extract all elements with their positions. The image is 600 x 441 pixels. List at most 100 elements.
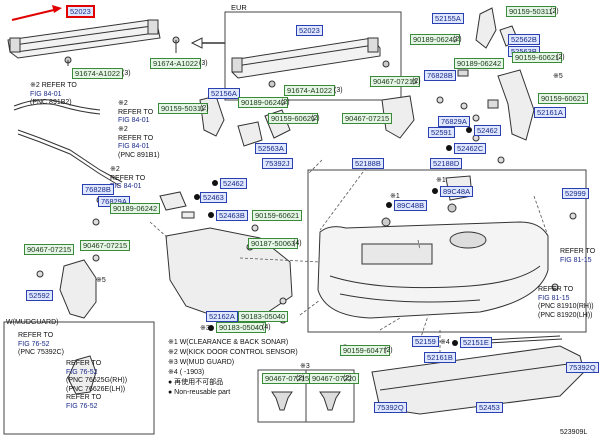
qty: (2) <box>384 347 393 354</box>
part-90189-06242[interactable]: 90189-06242 <box>454 58 505 69</box>
reflector-drawing <box>485 335 563 344</box>
part-90189-06242[interactable]: 90189-06242 <box>110 203 161 214</box>
part-52592[interactable]: 52592 <box>26 290 53 301</box>
part-52156a[interactable]: 52156A <box>208 88 240 99</box>
qty-value: 2 <box>455 36 460 43</box>
part-52563a[interactable]: 52563A <box>255 143 287 154</box>
legend-line: ※3 W(MUD GUARD) <box>168 359 235 366</box>
ref-line: W(MUDGUARD) <box>6 319 59 326</box>
part-52161b[interactable]: 52161B <box>424 352 456 363</box>
part-52023-main[interactable]: 52023 <box>66 5 95 18</box>
ref-fig-link[interactable]: FIG 84-01 <box>118 143 150 150</box>
ref-fig-link[interactable]: FIG 81-15 <box>560 256 592 264</box>
qty: (3) <box>334 87 343 94</box>
part-75392j[interactable]: 75392J <box>262 158 293 169</box>
ref-line: ※2 <box>118 100 128 107</box>
refer-note: ※2 REFER TO FIG 84-01 <box>118 100 153 126</box>
qty-value: 2 <box>414 78 419 85</box>
part-75392q[interactable]: 75392Q <box>374 402 407 413</box>
part-52462[interactable]: 52462 <box>220 178 247 189</box>
ref-line: ※2 REFER TO <box>30 82 77 89</box>
ref-line: (PNC 891B1) <box>118 151 160 159</box>
part-52188b[interactable]: 52188B <box>352 158 384 169</box>
part-90189-06242[interactable]: 90189-06242 <box>238 97 289 108</box>
part-52162a[interactable]: 52162A <box>206 311 238 322</box>
qty-value: 4 <box>295 240 300 247</box>
part-52155a[interactable]: 52155A <box>432 13 464 24</box>
qty-value: 2 <box>298 375 303 382</box>
part-76829a[interactable]: 76829A <box>438 116 470 127</box>
part-90183-05040[interactable]: 90183-05040 <box>216 322 267 333</box>
part-90467-07220[interactable]: 90467-07220 <box>309 373 360 384</box>
part-52462[interactable]: 52462 <box>474 125 501 136</box>
part-52188d[interactable]: 52188D <box>430 158 463 169</box>
part-90159-60621[interactable]: 90159-60621 <box>512 52 563 63</box>
part-90183-05040[interactable]: 90183-05040 <box>238 311 289 322</box>
qty-value: 2 <box>386 347 391 354</box>
qty: (2) <box>343 375 352 382</box>
qty: (2) <box>550 8 559 15</box>
part-90467-07215[interactable]: 90467-07215 <box>262 373 313 384</box>
arrow-left-icon <box>190 37 225 49</box>
part-90159-50311[interactable]: 90159-50311 <box>506 6 556 17</box>
part-90467-07215[interactable]: 90467-07215 <box>24 244 75 255</box>
part-89c48b[interactable]: 89C48B <box>394 200 428 211</box>
ref-line: REFER TO <box>118 134 154 142</box>
eur-label: EUR <box>231 3 247 12</box>
part-91674-a1022[interactable]: 91674-A1022 <box>284 85 336 96</box>
part-52591[interactable]: 52591 <box>428 127 455 138</box>
legend-line: ● Non-reusable part <box>168 389 231 396</box>
diagram-code: 523909L <box>560 429 588 436</box>
part-76828b[interactable]: 76828B <box>424 70 456 81</box>
part-75392q[interactable]: 75392Q <box>566 362 599 373</box>
part-90159-60621[interactable]: 90159-60621 <box>268 113 319 124</box>
part-90467-07215[interactable]: 90467-07215 <box>370 76 421 87</box>
part-90187-50063[interactable]: 90187-50063 <box>248 238 299 249</box>
mark-3: ※3 <box>200 325 210 332</box>
part-89c48a[interactable]: 89C48A <box>440 186 474 197</box>
part-52463b[interactable]: 52463B <box>216 210 248 221</box>
part-90189-06242[interactable]: 90189-06242 <box>410 34 461 45</box>
part-52562b[interactable]: 52562B <box>508 34 540 45</box>
part-52161a[interactable]: 52161A <box>534 107 566 118</box>
non-reusable-dot-icon <box>446 145 452 151</box>
ref-fig-link[interactable]: FIG 84-01 <box>118 117 150 124</box>
ref-line: REFER TO <box>118 108 154 116</box>
part-52462c[interactable]: 52462C <box>454 143 487 154</box>
refer-note: ※2 REFER TO FIG 84-01 <box>110 166 145 192</box>
part-90467-07215[interactable]: 90467-07215 <box>342 113 393 124</box>
bumper-extension-drawing <box>159 191 293 319</box>
part-90159-60621[interactable]: 90159-60621 <box>252 210 303 221</box>
sensor-harness-drawing <box>13 99 123 187</box>
part-90467-07215[interactable]: 90467-07215 <box>80 240 131 251</box>
non-reusable-dot-icon <box>466 127 472 133</box>
part-91674-a1022[interactable]: 91674-A1022 <box>150 58 202 69</box>
mark-5: ※5 <box>96 277 106 284</box>
qty: (4) <box>293 240 302 247</box>
ref-fig-link[interactable]: FIG 81-15 <box>538 294 570 302</box>
part-52159[interactable]: 52159 <box>412 336 439 347</box>
qty-value: 2 <box>552 8 557 15</box>
ref-fig-link[interactable]: FIG 76-52 <box>66 368 98 376</box>
refer-note: REFER TO FIG 81-15 (PNC 81910(RH)) (PNC … <box>538 286 594 320</box>
mark-1: ※1 <box>436 177 446 184</box>
ref-fig-link[interactable]: FIG 76-52 <box>66 402 98 410</box>
part-91674-a1022[interactable]: 91674-A1022 <box>72 68 124 79</box>
ref-line: (PNC 891B2) <box>30 99 72 106</box>
ref-line: (PNC 75392C) <box>18 349 64 356</box>
part-52999[interactable]: 52999 <box>562 188 589 199</box>
part-52151e[interactable]: 52151E <box>460 337 492 348</box>
ref-fig-link[interactable]: FIG 76-52 <box>18 340 50 348</box>
part-52463[interactable]: 52463 <box>200 192 227 203</box>
part-90159-60477[interactable]: 90159-60477 <box>340 345 391 356</box>
part-90159-60621[interactable]: 90159-60621 <box>538 93 589 104</box>
part-52453[interactable]: 52453 <box>476 402 503 413</box>
refer-note: ※2 REFER TO FIG 84-01 (PNC 891B1) <box>118 126 160 160</box>
ref-fig-link[interactable]: FIG 84-01 <box>30 90 62 98</box>
part-90159-50311[interactable]: 90159-50311 <box>158 103 208 114</box>
qty: (2) <box>556 54 565 61</box>
refer-note: REFER TO FIG 81-15 <box>560 248 595 265</box>
ref-fig-link[interactable]: FIG 84-01 <box>110 183 142 190</box>
part-76828b[interactable]: 76828B <box>82 184 114 195</box>
part-52023-eur[interactable]: 52023 <box>296 25 323 36</box>
